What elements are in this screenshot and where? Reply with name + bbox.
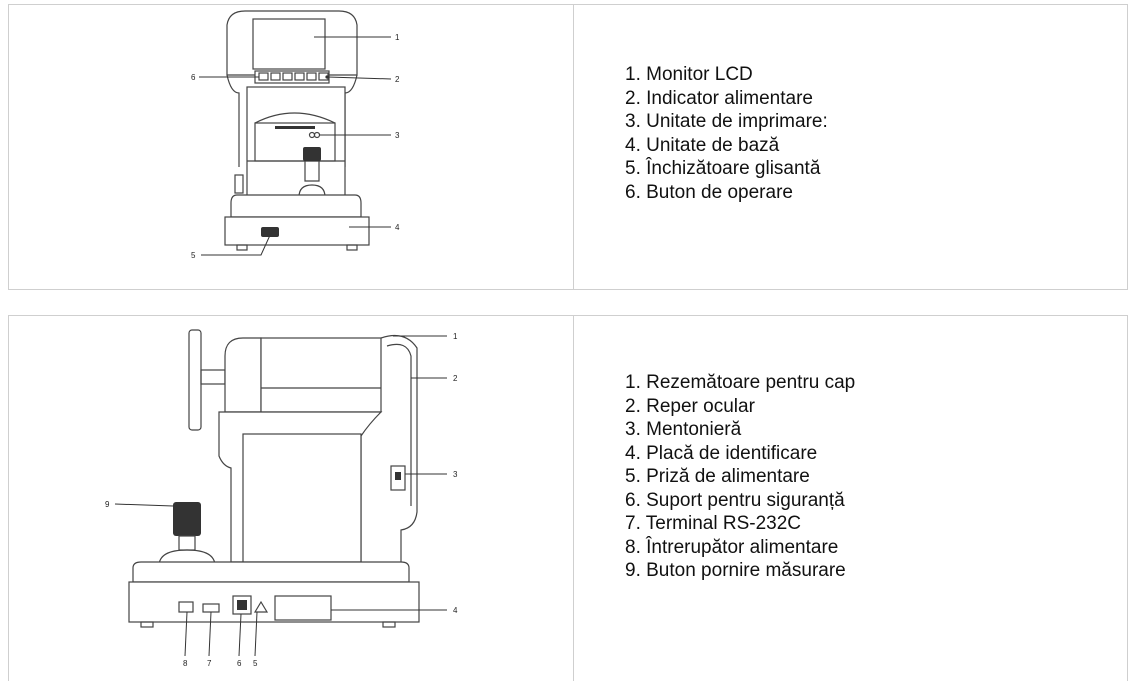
monitor-housing xyxy=(226,10,358,76)
side-view-drawing: 1 2 3 4 5 6 7 8 9 xyxy=(105,329,458,668)
callout-5: 5 xyxy=(253,659,258,668)
print-unit-arch xyxy=(254,112,336,124)
joystick-shaft xyxy=(304,161,320,182)
legend-item: 1. Rezemătoare pentru cap xyxy=(625,372,856,393)
slide-lock xyxy=(261,227,279,237)
callout-2: 2 xyxy=(395,75,400,84)
legend-item: 3. Mentonieră xyxy=(625,419,742,440)
monitor-arm xyxy=(200,369,226,385)
identification-plate xyxy=(274,595,332,621)
lower-body xyxy=(242,433,362,563)
column-divider xyxy=(573,316,574,681)
legend-item: 8. Întrerupător alimentare xyxy=(625,536,839,558)
side-view-legend: 1. Rezemătoare pentru cap 2. Reper ocula… xyxy=(625,371,855,583)
legend-item: 9. Buton pornire măsurare xyxy=(625,560,846,581)
callout-5: 5 xyxy=(191,251,196,260)
main-body xyxy=(246,86,346,198)
legend-item: 3. Unitate de imprimare: xyxy=(625,111,828,132)
legend-item: 4. Unitate de bază xyxy=(625,134,780,156)
legend-item: 6. Buton de operare xyxy=(625,181,793,203)
side-view-figure: 1 2 3 4 5 6 7 8 9 xyxy=(9,316,573,681)
right-bracket xyxy=(344,74,358,167)
callout-6: 6 xyxy=(237,659,242,668)
front-view-drawing: 1 2 3 4 5 6 xyxy=(191,10,400,260)
legend-item: 5. Priză de alimentare xyxy=(625,466,810,487)
joystick-dome xyxy=(158,549,216,567)
side-knob xyxy=(234,174,244,194)
lcd-monitor xyxy=(252,18,326,70)
callout-3: 3 xyxy=(395,131,400,140)
base-top xyxy=(132,561,410,583)
legend-item: 1. Monitor LCD xyxy=(625,64,753,85)
callout-3: 3 xyxy=(453,470,458,479)
legend-item: 4. Placă de identificare xyxy=(625,442,818,464)
joystick-base xyxy=(298,184,326,198)
callout-2: 2 xyxy=(453,374,458,383)
joystick-neck xyxy=(178,535,196,551)
front-view-legend: 1. Monitor LCD 2. Indicator alimentare 3… xyxy=(625,63,828,204)
side-monitor xyxy=(188,329,202,431)
measure-start-button xyxy=(173,502,201,536)
headrest-inner xyxy=(386,343,412,506)
legend-item: 6. Suport pentru siguranță xyxy=(625,489,845,511)
power-indicator-led xyxy=(325,75,329,79)
fuse-holder xyxy=(253,600,269,613)
callout-7: 7 xyxy=(207,659,212,668)
legend-item: 5. Închizătoare glisantă xyxy=(625,158,821,179)
callout-4: 4 xyxy=(395,223,400,232)
callout-6: 6 xyxy=(191,73,196,82)
callout-9: 9 xyxy=(105,500,110,509)
upper-rear xyxy=(224,337,262,413)
legend-item: 2. Indicator alimentare xyxy=(625,87,813,109)
power-switch xyxy=(178,601,194,613)
legend-item: 2. Reper ocular xyxy=(625,395,755,417)
callout-4: 4 xyxy=(453,606,458,615)
callout-1: 1 xyxy=(395,33,400,42)
callout-8: 8 xyxy=(183,659,188,668)
side-view-panel: 1 2 3 4 5 6 7 8 9 1. Rezemătoare pentru … xyxy=(8,315,1128,681)
front-view-panel: 1 2 3 4 5 6 1. Monitor LCD 2. Indicator … xyxy=(8,4,1128,290)
measure-knob xyxy=(303,147,321,161)
callout-1: 1 xyxy=(453,332,458,341)
column-divider xyxy=(573,5,574,289)
paper-slot xyxy=(275,126,315,129)
upper-block xyxy=(260,337,382,413)
left-bracket xyxy=(226,74,240,167)
legend-item: 7. Terminal RS-232C xyxy=(625,513,802,534)
base-top xyxy=(230,194,362,218)
front-view-figure: 1 2 3 4 5 6 xyxy=(9,5,573,289)
base-unit xyxy=(224,216,370,246)
base-unit xyxy=(128,581,420,623)
